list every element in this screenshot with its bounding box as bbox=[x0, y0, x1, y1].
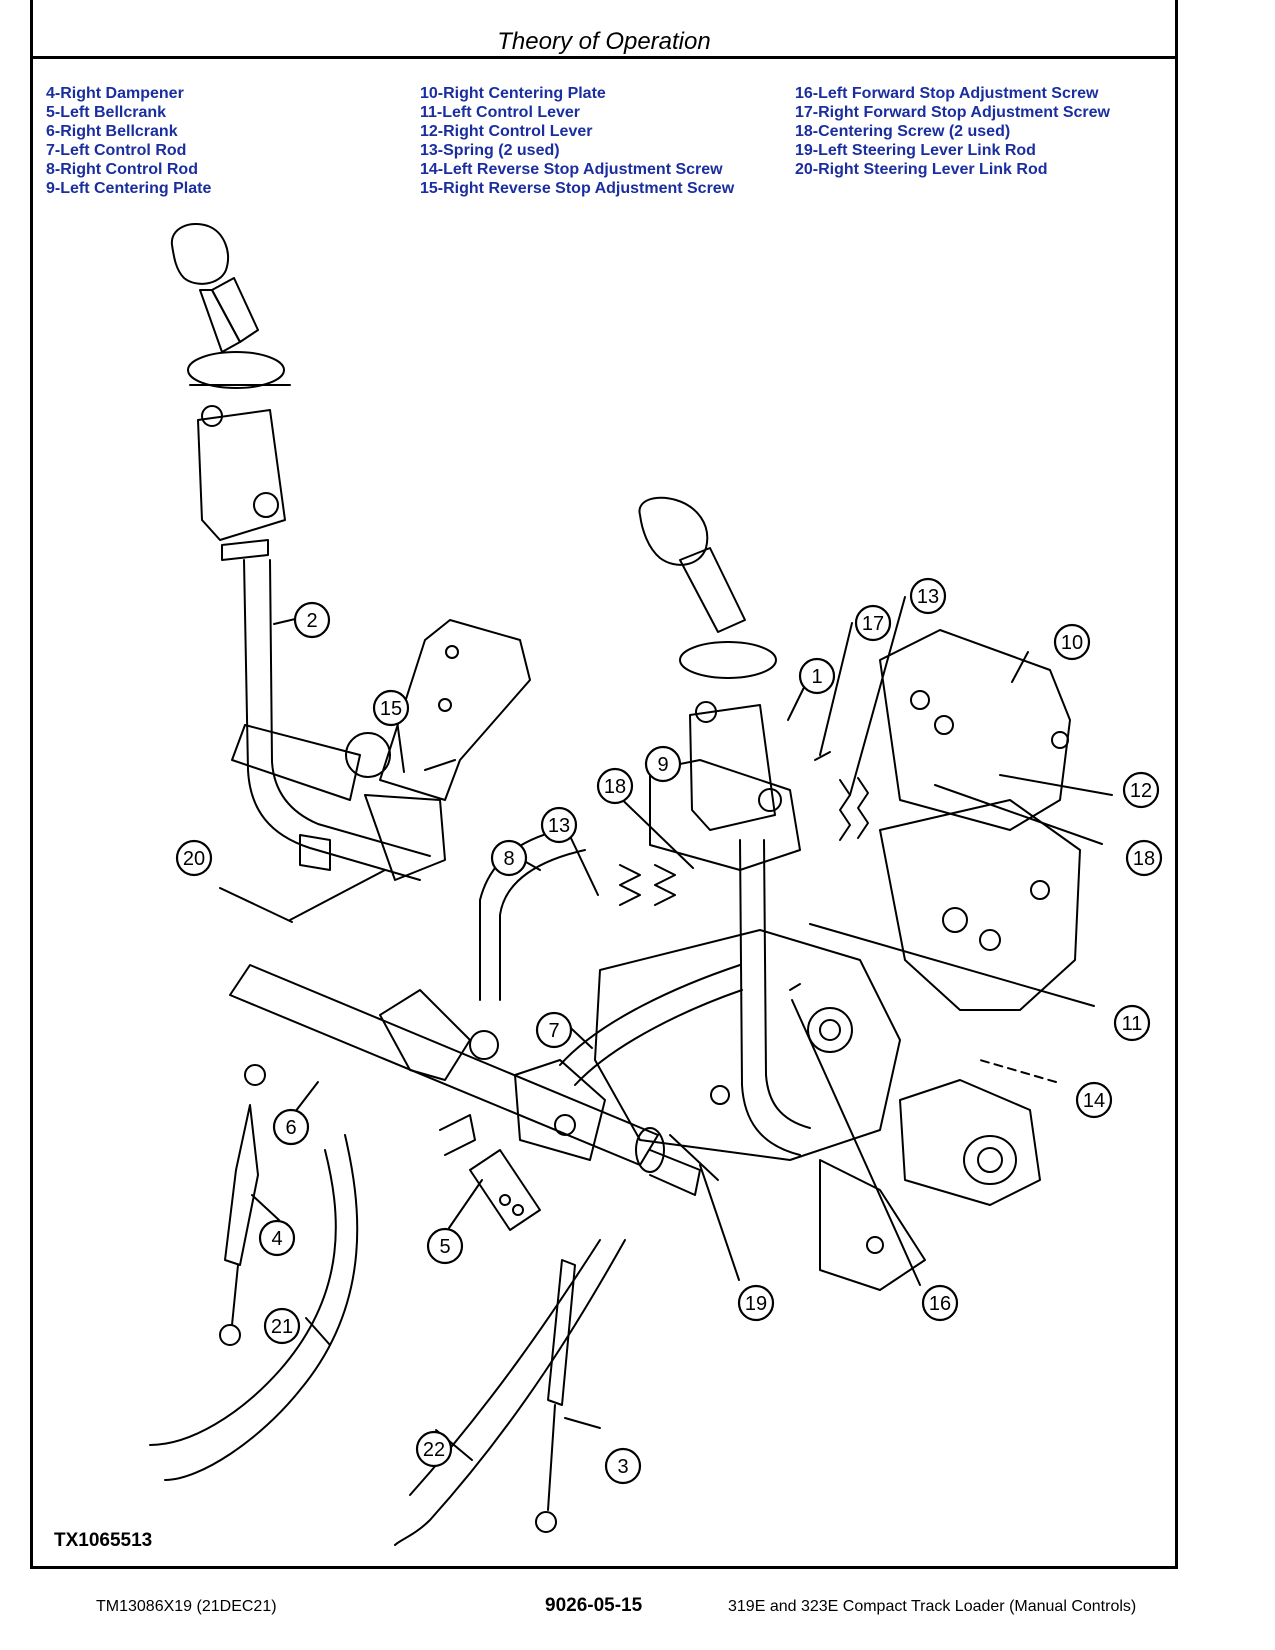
callout-number: 10 bbox=[1061, 632, 1083, 654]
callout-circle bbox=[272, 1108, 310, 1146]
legend-column-3: 16-Left Forward Stop Adjustment Screw 17… bbox=[795, 84, 1110, 179]
callout-circle bbox=[1125, 839, 1163, 877]
callout-number: 12 bbox=[1130, 780, 1152, 802]
legend-item: 5-Left Bellcrank bbox=[46, 104, 167, 121]
legend-column-1: 4-Right Dampener 5-Left Bellcrank 6-Righ… bbox=[46, 84, 211, 198]
left-dampener bbox=[547, 1259, 576, 1406]
callout-circle bbox=[909, 577, 947, 615]
left-control-rod bbox=[559, 964, 741, 1066]
callout-circle bbox=[644, 745, 682, 783]
legend-item: 16-Left Forward Stop Adjustment Screw bbox=[795, 85, 1099, 102]
legend-item: 4-Right Dampener bbox=[46, 85, 184, 102]
callout-circle bbox=[737, 1284, 775, 1322]
callout-number: 7 bbox=[548, 1020, 559, 1042]
callout-circle bbox=[415, 1430, 453, 1468]
right-steering-lever-link-rod bbox=[289, 869, 386, 921]
callout-number: 18 bbox=[604, 776, 626, 798]
callout-number: 22 bbox=[423, 1439, 445, 1461]
figure-id: TX1065513 bbox=[54, 1530, 153, 1551]
left-steering-lever-link-rod bbox=[669, 1134, 719, 1181]
footer-manual-title: 319E and 323E Compact Track Loader (Manu… bbox=[728, 1598, 1137, 1615]
callout-circle bbox=[258, 1219, 296, 1257]
callout-circle bbox=[372, 689, 410, 727]
right-reverse-stop-screw bbox=[424, 759, 456, 771]
callout-number: 21 bbox=[271, 1316, 293, 1338]
footer-doc-number: TM13086X19 (21DEC21) bbox=[96, 1598, 277, 1615]
footer-page-number: 9026-05-15 bbox=[545, 1595, 643, 1616]
section-title: Theory of Operation bbox=[497, 28, 711, 55]
callout-number: 3 bbox=[617, 1456, 628, 1478]
callout-number: 4 bbox=[271, 1228, 282, 1250]
callout-number: 14 bbox=[1083, 1090, 1105, 1112]
callout-circle bbox=[1113, 1004, 1151, 1042]
left-bracket-plate bbox=[379, 619, 531, 801]
right-dampener bbox=[224, 1104, 259, 1266]
callout-number: 9 bbox=[657, 754, 668, 776]
callout-number: 8 bbox=[503, 848, 514, 870]
cable-22 bbox=[394, 1239, 626, 1546]
legend-item: 10-Right Centering Plate bbox=[420, 85, 606, 102]
legend-item: 7-Left Control Rod bbox=[46, 142, 187, 159]
legend-item: 14-Left Reverse Stop Adjustment Screw bbox=[420, 161, 723, 178]
callout-number: 6 bbox=[285, 1117, 296, 1139]
callout-number: 20 bbox=[183, 848, 205, 870]
legend-item: 12-Right Control Lever bbox=[420, 123, 593, 140]
callout-circle bbox=[604, 1447, 642, 1485]
callout-number: 2 bbox=[306, 610, 317, 632]
legend-item: 15-Right Reverse Stop Adjustment Screw bbox=[420, 180, 735, 197]
callout-circle bbox=[921, 1284, 959, 1322]
callout-circle bbox=[293, 601, 331, 639]
reverse-stop-block bbox=[899, 1079, 1041, 1206]
callout-number: 5 bbox=[439, 1236, 450, 1258]
legend-column-2: 10-Right Centering Plate 11-Left Control… bbox=[420, 84, 734, 198]
right-centering-plate bbox=[879, 629, 1071, 831]
callout-circle bbox=[263, 1307, 301, 1345]
callout-circle bbox=[1053, 623, 1091, 661]
right-bellcrank-tube bbox=[229, 964, 659, 1166]
legend-item: 18-Centering Screw (2 used) bbox=[795, 123, 1011, 140]
left-joystick bbox=[170, 223, 291, 561]
right-joystick bbox=[638, 496, 782, 831]
callout-number: 11 bbox=[1122, 1013, 1143, 1035]
callout-number: 15 bbox=[380, 698, 402, 720]
callout-circle bbox=[540, 806, 578, 844]
cable-21 bbox=[164, 1134, 359, 1481]
left-control-shaft bbox=[243, 559, 421, 881]
callout-circle bbox=[490, 839, 528, 877]
callout-number: 13 bbox=[917, 586, 939, 608]
legend-item: 17-Right Forward Stop Adjustment Screw bbox=[795, 104, 1110, 121]
legend-item: 13-Spring (2 used) bbox=[420, 142, 560, 159]
callout-number: 16 bbox=[929, 1293, 951, 1315]
left-bellcrank bbox=[469, 1149, 541, 1231]
callout-circle bbox=[1122, 771, 1160, 809]
header-rule bbox=[30, 56, 1178, 59]
callout-circle bbox=[798, 657, 836, 695]
left-centering-plate bbox=[649, 759, 801, 871]
page-frame bbox=[30, 0, 1178, 1568]
footer-rule bbox=[30, 1566, 1178, 1569]
right-spring bbox=[839, 779, 851, 841]
callout-number: 19 bbox=[745, 1293, 767, 1315]
left-spring bbox=[619, 864, 641, 906]
callout-circle bbox=[175, 839, 213, 877]
legend-item: 19-Left Steering Lever Link Rod bbox=[795, 142, 1036, 159]
callout-number: 1 bbox=[811, 666, 822, 688]
callout-number: 13 bbox=[548, 815, 570, 837]
legend-item: 9-Left Centering Plate bbox=[46, 180, 212, 197]
callout-circle bbox=[535, 1011, 573, 1049]
callout-circle bbox=[854, 604, 892, 642]
callout-number: 18 bbox=[1133, 848, 1155, 870]
callout-circle bbox=[596, 767, 634, 805]
pump-body bbox=[594, 929, 901, 1161]
legend-item: 6-Right Bellcrank bbox=[46, 123, 178, 140]
right-control-shaft bbox=[739, 839, 801, 1156]
legend-item: 20-Right Steering Lever Link Rod bbox=[795, 161, 1048, 178]
legend-item: 11-Left Control Lever bbox=[420, 104, 581, 121]
legend-item: 8-Right Control Rod bbox=[46, 161, 198, 178]
callout-circle bbox=[426, 1227, 464, 1265]
callout-number: 17 bbox=[862, 613, 884, 635]
callout-circle bbox=[1075, 1081, 1113, 1119]
